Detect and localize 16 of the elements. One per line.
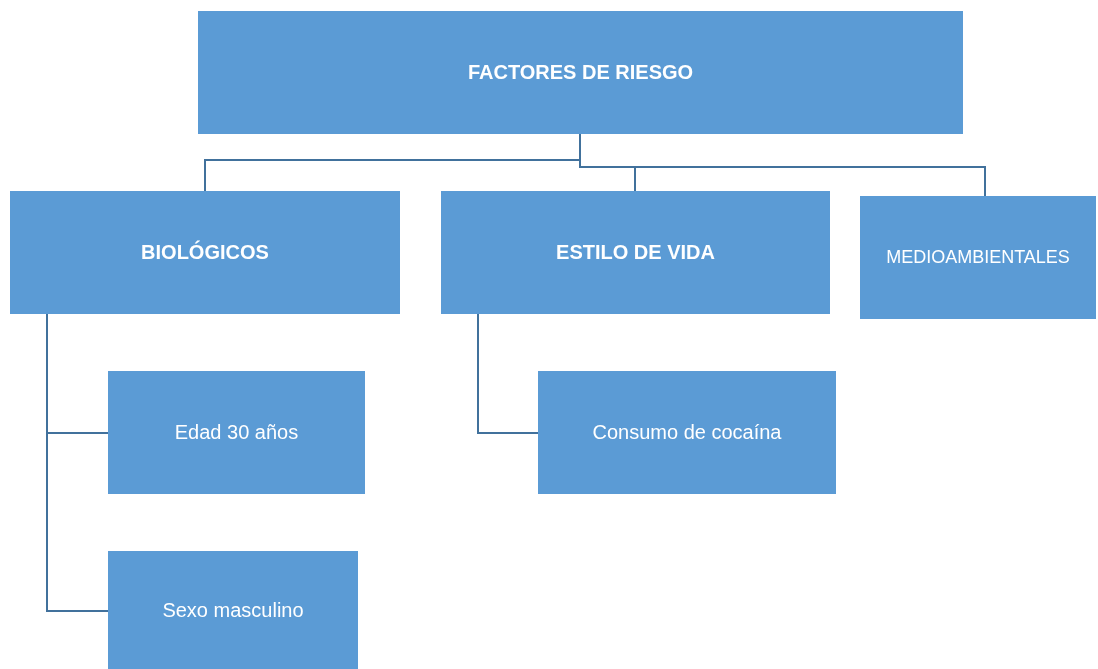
category-label: BIOLÓGICOS <box>141 241 269 264</box>
category-box <box>538 371 836 494</box>
category-label: MEDIOAMBIENTALES <box>886 247 1070 268</box>
category-label: FACTORES DE RIESGO <box>467 61 694 84</box>
category-box <box>198 11 963 134</box>
connector-line <box>477 313 539 434</box>
category-box <box>108 371 365 494</box>
category-box <box>10 191 400 314</box>
category-box <box>108 551 358 669</box>
category-box <box>860 196 1096 319</box>
connector-line <box>46 313 109 612</box>
category-label: ESTILO DE VIDA <box>556 241 715 264</box>
category-label: Sexo masculino <box>162 598 304 622</box>
category-label: Consumo de cocaína <box>592 421 782 444</box>
category-label: Edad 30 años <box>174 421 299 444</box>
category-box <box>441 191 830 314</box>
